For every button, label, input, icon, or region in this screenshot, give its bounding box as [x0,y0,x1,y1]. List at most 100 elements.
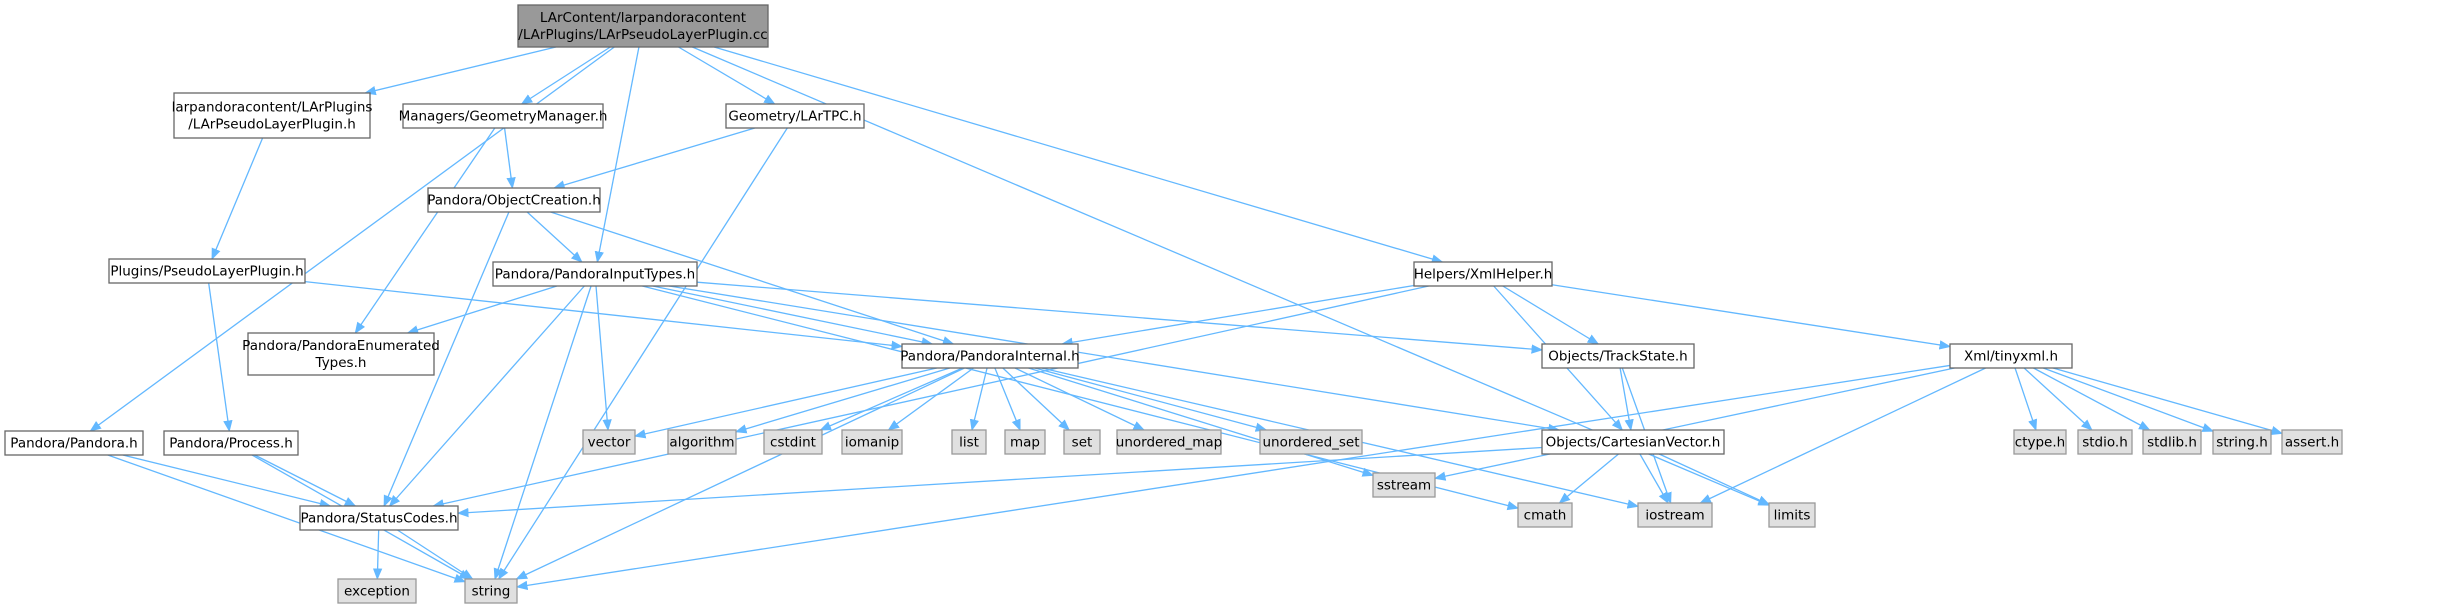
edge-root-to-larpseudohdr [364,46,557,96]
edge-trackstate-to-cartvec [1619,367,1634,432]
node-unordered_set: unordered_set [1259,429,1363,455]
node-label: list [959,435,979,451]
edge-process-to-statuscodes [254,454,357,507]
node-list: list [951,429,987,455]
edge-inputtypes-to-cartvec [669,285,1561,433]
edge-tinyxml-to-stdlib [2033,367,2151,431]
node-xmlhelper[interactable]: Helpers/XmlHelper.h [1413,261,1553,287]
node-box [2281,429,2343,455]
node-larpseudohdr[interactable]: larpandoracontent/LArPlugins/LArPseudoLa… [172,92,373,139]
edge-tinyxml-to-stdio [2023,367,2093,431]
node-iomanip: iomanip [841,429,903,455]
edge-xmlhelper-to-statuscodes [432,285,1429,509]
node-stdio: stdio.h [2077,429,2133,455]
node-label: Pandora/Process.h [169,436,293,452]
node-trackstate[interactable]: Objects/TrackState.h [1541,343,1695,369]
edge-xmlhelper-to-trackstate [1502,285,1600,345]
node-ctype: ctype.h [2013,429,2067,455]
node-box [402,103,604,129]
node-asserth: assert.h [2281,429,2343,455]
edge-root-to-geommgr [520,46,611,105]
node-cmath: cmath [1517,502,1573,528]
node-map: map [1004,429,1046,455]
edge-internal-to-map [994,367,1021,432]
node-lartpc[interactable]: Geometry/LArTPC.h [725,103,865,129]
node-box [763,429,823,455]
node-box [667,429,737,455]
edge-geommgr-to-objcreation [503,127,516,190]
edge-internal-to-unordered_set [1034,367,1268,432]
edge-internal-to-string [515,367,965,580]
node-box [492,261,698,287]
node-algorithm: algorithm [667,429,737,455]
node-geommgr[interactable]: Managers/GeometryManager.h [399,103,608,129]
node-label: cmath [1524,508,1567,524]
node-box [2013,429,2067,455]
node-label: Plugins/PseudoLayerPlugin.h [110,264,303,280]
node-box [1541,343,1695,369]
node-pseudoplugin[interactable]: Plugins/PseudoLayerPlugin.h [108,258,306,284]
edge-statuscodes-to-exception [372,529,383,581]
node-label: Pandora/Pandora.h [10,436,137,452]
node-label: iomanip [845,435,899,451]
edge-objcreation-to-inputtypes [526,211,583,263]
node-pandora[interactable]: Pandora/Pandora.h [4,430,144,456]
node-vector: vector [582,429,636,455]
node-internal[interactable]: Pandora/PandoraInternal.h [900,343,1080,369]
node-label: Pandora/PandoraInternal.h [900,349,1079,365]
node-label: Objects/TrackState.h [1548,349,1687,365]
edge-lartpc-to-objcreation [553,127,756,190]
edge-internal-to-sstream [1028,367,1375,477]
edge-inputtypes-to-statuscodes [388,285,585,507]
node-box [1949,343,2073,369]
node-box [725,103,865,129]
node-box [2212,429,2272,455]
node-label: vector [588,435,631,451]
edge-tinyxml-to-stringh [2043,367,2215,432]
node-objcreation[interactable]: Pandora/ObjectCreation.h [427,187,601,213]
edge-xmlhelper-to-internal [1060,284,1415,347]
edge-internal-to-list [969,367,988,432]
edge-xmlhelper-to-tinyxml [1551,284,1952,350]
node-label: stdio.h [2082,435,2128,451]
node-inputtypes[interactable]: Pandora/PandoraInputTypes.h [492,261,698,287]
node-iostream: iostream [1637,502,1713,528]
node-cstdint: cstdint [763,429,823,455]
node-label: stdlib.h [2147,435,2197,451]
node-label: sstream [1377,478,1431,494]
node-sstream: sstream [1372,472,1436,498]
node-box [337,578,417,604]
node-box [1372,472,1436,498]
edge-root-to-inputtypes [594,46,640,264]
edge-tinyxml-to-string [515,364,1951,590]
edge-inputtypes-to-enumtypes [406,285,558,335]
node-box [1637,502,1713,528]
node-box [173,92,371,139]
node-root[interactable]: LArContent/larpandoracontent/LArPlugins/… [517,4,769,48]
node-statuscodes[interactable]: Pandora/StatusCodes.h [299,505,459,531]
edge-statuscodes-to-string [397,529,474,580]
node-cartvec[interactable]: Objects/CartesianVector.h [1541,429,1725,455]
edge-inputtypes-to-trackstate [696,281,1544,354]
edge-pseudoplugin-to-process [208,282,233,433]
node-limits: limits [1768,502,1816,528]
node-box [951,429,987,455]
edge-pandora-to-statuscodes [122,454,332,509]
node-string: string [464,578,518,604]
node-box [1768,502,1816,528]
edge-internal-to-cstdint [819,367,963,431]
node-label: larpandoracontent/LArPlugins [172,100,373,116]
node-box [108,258,306,284]
node-box [1116,429,1222,455]
node-tinyxml[interactable]: Xml/tinyxml.h [1949,343,2073,369]
node-box [427,187,601,213]
node-process[interactable]: Pandora/Process.h [163,430,299,456]
node-box [464,578,518,604]
node-stringh: string.h [2212,429,2272,455]
edge-root-to-lartpc [678,46,776,105]
node-box [2077,429,2133,455]
node-unordered_map: unordered_map [1116,429,1222,455]
node-label: Objects/CartesianVector.h [1546,435,1721,451]
edge-internal-to-vector [633,367,937,439]
